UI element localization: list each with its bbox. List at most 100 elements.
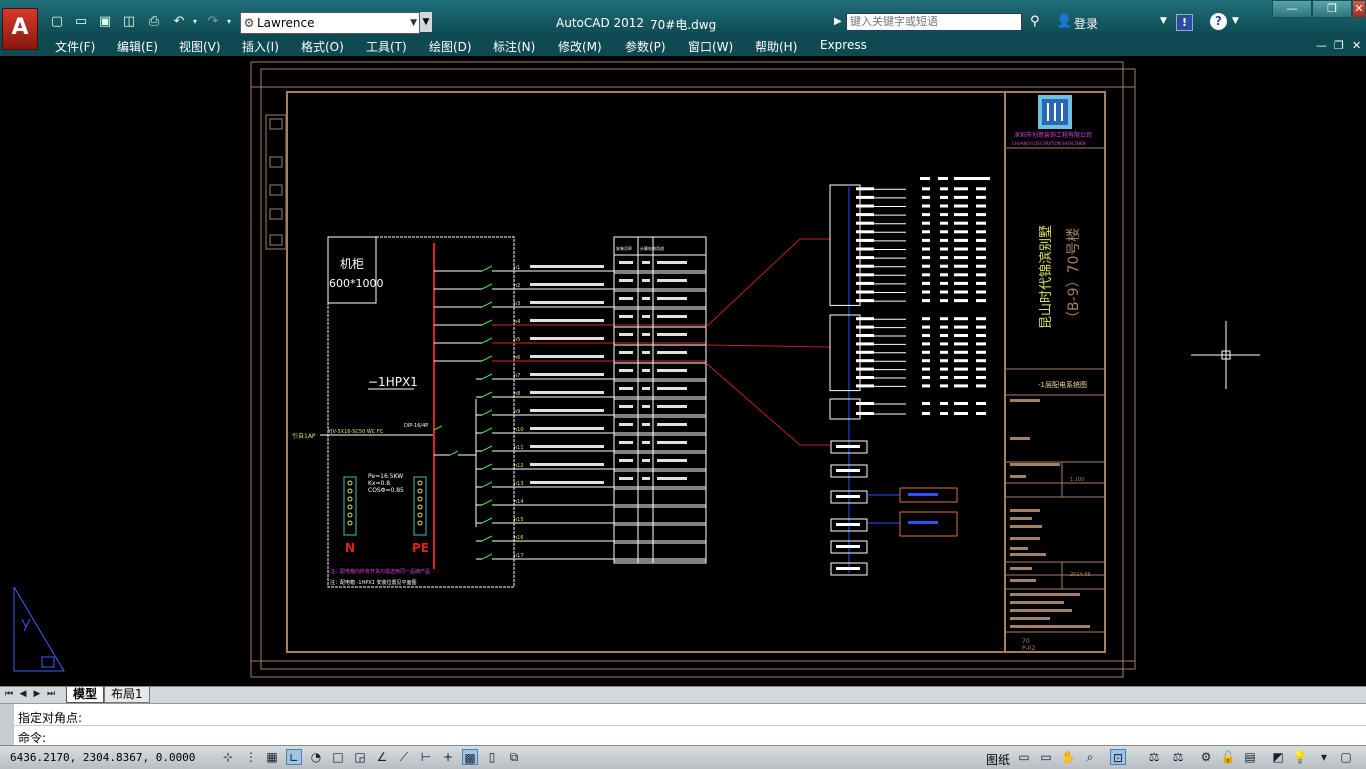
paper-space-toggle[interactable]: 图纸 [986,753,1011,767]
lightbulb-icon[interactable]: 💡 [1292,750,1308,764]
menu-parametric[interactable]: 参数(P) [625,40,666,54]
clean-screen-icon[interactable]: ▢ [1340,750,1352,764]
first-tab-icon[interactable]: ⏮ [4,689,14,699]
annotation-visibility-icon[interactable]: ⚖ [1172,750,1184,764]
doc-minimize-button[interactable]: — [1316,39,1327,52]
menu-edit[interactable]: 编辑(E) [117,40,158,54]
saveas-icon[interactable]: ◫ [122,14,136,29]
ortho-mode-icon[interactable]: ∟ [286,749,302,765]
command-window-grip[interactable] [0,704,14,746]
restore-button[interactable]: ❐ [1312,0,1352,18]
drawing-canvas[interactable]: 机柜 600*1000 −1HPX1 引自1AP YJV-5X16-SC50 W… [2,57,1366,686]
maximize-viewport-icon[interactable]: ⊡ [1110,749,1126,765]
menu-draw[interactable]: 绘图(D) [429,40,472,54]
print-icon[interactable]: ⎙ [148,14,160,29]
isolate-objects-icon[interactable]: ◩ [1272,750,1284,764]
tab-model[interactable]: 模型 [66,687,105,703]
menu-modify[interactable]: 修改(M) [558,40,602,54]
search-expand-icon[interactable]: ▶ [834,16,842,27]
circuit-label: n4 [514,319,520,325]
new-icon[interactable]: ▢ [50,14,64,29]
menu-insert[interactable]: 插入(I) [242,40,279,54]
cabinet-title: 机柜 [340,257,364,271]
menu-format[interactable]: 格式(O) [301,40,344,54]
cable-spec-mark [530,283,604,286]
prev-tab-icon[interactable]: ◀ [19,689,27,699]
minimize-button[interactable]: — [1272,0,1312,18]
infer-constraints-icon[interactable]: ⊹ [222,750,234,764]
doc-close-button[interactable]: ✕ [1352,39,1362,52]
snap-mode-icon[interactable]: ⋮ [245,750,257,764]
company-name-en: CHUANGYI DECORATION SHEN ZHEN [1012,141,1085,146]
search-binoculars-icon[interactable]: ⚲ [1030,14,1040,29]
module-schematic [829,177,990,576]
3d-object-snap-icon[interactable]: ◲ [354,750,366,764]
selection-cycling-icon[interactable]: ⧉ [509,750,519,764]
scale-value: 1:100 [1070,477,1084,483]
undo-icon[interactable]: ↶ [173,14,185,29]
circuit-breaker-symbol [481,373,493,380]
grid-display-icon[interactable]: ▦ [266,750,278,764]
object-snap-icon[interactable]: □ [332,750,344,764]
circuit-label: n15 [514,517,524,523]
workspace-select[interactable]: ⚙Lawrence ▼ [240,12,420,34]
hardware-acceleration-icon[interactable]: ▤ [1244,750,1256,764]
redo-dropdown-icon[interactable]: ▾ [226,17,231,26]
polar-tracking-icon[interactable]: ◔ [310,750,322,764]
exchange-icon[interactable]: ! [1176,14,1193,31]
help-dropdown-icon[interactable]: ▼ [1232,16,1239,26]
status-menu-icon[interactable]: ▾ [1320,750,1328,764]
menu-file[interactable]: 文件(F) [55,40,96,54]
quick-view-drawings-icon[interactable]: ▭ [1040,750,1052,764]
gear-icon: ⚙ [243,16,255,30]
quick-view-layouts-icon[interactable]: ▭ [1018,750,1030,764]
menu-dimension[interactable]: 标注(N) [493,40,536,54]
menu-window[interactable]: 窗口(W) [688,40,734,54]
circuit-table [613,236,707,564]
circuit-label: n11 [514,445,524,451]
login-link[interactable]: 登录 [1074,17,1099,31]
date-value: 2014.05 [1070,572,1091,578]
pan-icon[interactable]: ✋ [1060,750,1076,764]
circuit-breaker-symbol [481,427,493,434]
drawing-frame [250,61,1136,678]
doc-restore-button[interactable]: ❐ [1334,39,1344,52]
search-input[interactable] [846,13,1022,31]
annotation-scale-icon[interactable]: ⚖ [1148,750,1160,764]
application-menu-button[interactable]: A [2,8,38,50]
circuit-breaker-symbol [481,517,493,524]
workspace-switching-icon[interactable]: ⚙ [1200,750,1212,764]
coordinate-readout[interactable]: 6436.2170, 2304.8367, 0.0000 [10,751,196,764]
title-block-text-lines [1010,399,1090,628]
next-tab-icon[interactable]: ▶ [33,689,41,699]
login-dropdown-icon[interactable]: ▼ [1160,16,1167,26]
undo-dropdown-icon[interactable]: ▾ [192,17,197,26]
last-tab-icon[interactable]: ⏭ [46,689,56,699]
open-icon[interactable]: ▭ [74,14,88,29]
menu-help[interactable]: 帮助(H) [755,40,798,54]
menu-tools[interactable]: 工具(T) [366,40,407,54]
quick-properties-icon[interactable]: ▯ [488,750,496,764]
status-bar: 6436.2170, 2304.8367, 0.0000 ⊹ ⋮ ▦ ∟ ◔ □… [0,745,1366,769]
object-snap-tracking-icon[interactable]: ∠ [376,750,388,764]
lock-icon[interactable]: 🔓 [1220,750,1236,764]
cable-spec-mark [530,391,604,394]
menu-express[interactable]: Express [820,38,867,52]
help-icon[interactable]: ? [1210,13,1227,30]
dynamic-input-icon[interactable]: ⊢ [420,750,432,764]
quick-access-dropdown[interactable]: ▼ [420,12,432,32]
menu-view[interactable]: 视图(V) [179,40,221,54]
redo-icon[interactable]: ↷ [207,14,219,29]
sheet-number: 70 [1022,638,1030,645]
app-title: AutoCAD 2012 [556,16,645,30]
save-icon[interactable]: ▣ [98,14,112,29]
lineweight-icon[interactable]: + [442,750,454,764]
circuit-breaker-symbol [481,355,493,362]
tab-layout1[interactable]: 布局1 [104,687,150,703]
command-input[interactable]: 命令: [18,731,47,745]
close-button[interactable]: ✕ [1352,0,1366,18]
circuit-label: n2 [514,283,520,289]
dynamic-ucs-icon[interactable]: ⟋ [399,750,409,764]
zoom-icon[interactable]: ⌕ [1086,750,1094,764]
transparency-icon[interactable]: ▩ [462,749,478,765]
